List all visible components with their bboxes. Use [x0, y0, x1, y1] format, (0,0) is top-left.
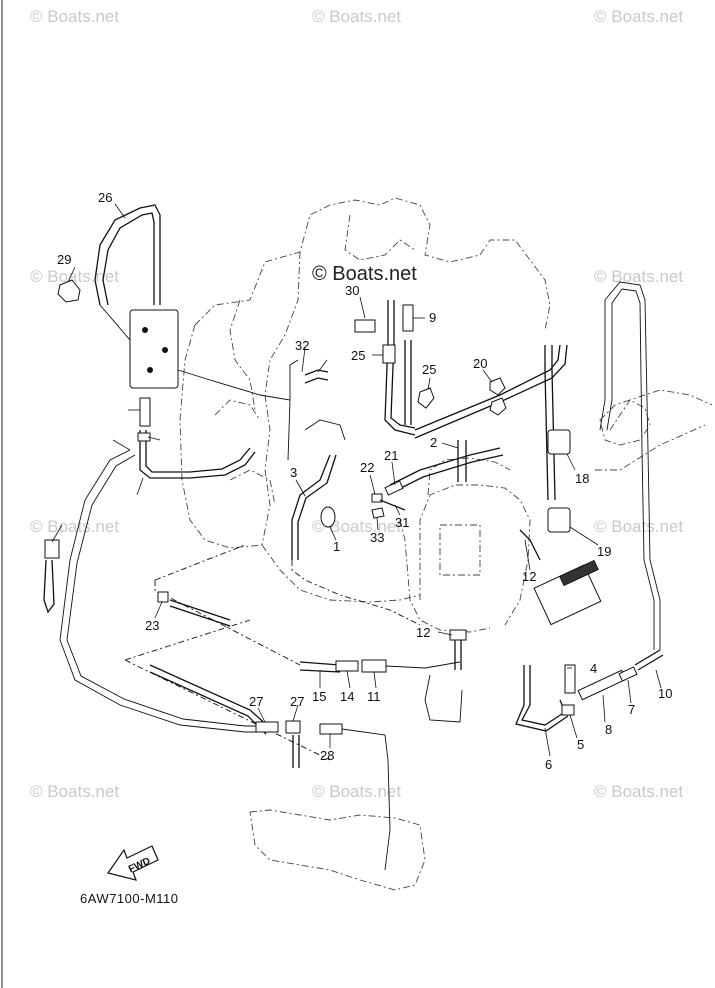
fitting-7	[618, 666, 638, 682]
tee-23	[285, 720, 301, 734]
watermark: © Boats.net	[30, 7, 119, 26]
fwd-direction-arrow: FWD	[107, 845, 159, 881]
watermark: © Boats.net	[312, 7, 401, 26]
part-label-17: 21	[384, 448, 398, 463]
part-label-27: 33	[370, 530, 384, 545]
part-label-25: 29	[57, 252, 71, 267]
watermark: © Boats.net	[594, 517, 683, 536]
part-label-16: 20	[473, 356, 487, 371]
part-label-24: 28	[320, 748, 334, 763]
hose-8	[577, 669, 627, 701]
fuel-filter	[533, 564, 602, 626]
part-label-15: 18	[575, 471, 589, 486]
part-label-19: 25	[422, 362, 436, 377]
watermark: © Boats.net	[30, 782, 119, 801]
watermark: © Boats.net	[30, 517, 119, 536]
part-label-1: 1	[333, 539, 340, 554]
hose-22	[255, 721, 279, 733]
part-label-18: 23	[145, 618, 159, 633]
part-label-20: 25	[351, 348, 365, 363]
part-label-12: 12	[416, 625, 430, 640]
part-label-14: 15	[312, 689, 326, 704]
part-number-labels: 26 29 30 9 25 32 25 20 2 3 1 21 22 31 33…	[57, 190, 672, 772]
fuel-pump-body	[129, 309, 179, 389]
part-label-6: 6	[545, 757, 552, 772]
part-label-9: 9	[429, 310, 436, 325]
fitting-9	[402, 304, 414, 332]
hose-29	[139, 397, 151, 427]
part-label-27: 32	[295, 338, 309, 353]
part-label-12: 12	[522, 569, 536, 584]
part-label-15: 19	[597, 544, 611, 559]
part-label-22: 27	[249, 694, 263, 709]
fitting-13	[335, 660, 359, 672]
watermark-layer: © Boats.net © Boats.net © Boats.net © Bo…	[30, 7, 683, 801]
part-label-10: 10	[658, 686, 672, 701]
fitting-20	[382, 344, 396, 364]
watermark: © Boats.net	[594, 782, 683, 801]
arrow-icon	[107, 845, 159, 881]
center-watermark: © Boats.net	[312, 263, 417, 285]
hose-11	[361, 659, 387, 673]
watermark: © Boats.net	[594, 7, 683, 26]
part-label-13: 14	[340, 689, 354, 704]
part-label-11: 11	[367, 689, 381, 704]
part-label-4: 4	[590, 661, 597, 676]
hose-24	[319, 723, 343, 735]
watermark: © Boats.net	[30, 267, 119, 286]
leader-lines	[51, 203, 662, 757]
drawing-code: 6AW7100-M110	[80, 891, 179, 906]
hose-4	[564, 664, 576, 694]
engine-outline	[179, 197, 713, 891]
watermark: © Boats.net	[594, 267, 683, 286]
part-label-5: 5	[577, 737, 584, 752]
part-label-7: 7	[628, 702, 635, 717]
part-label-2: 2	[430, 435, 437, 450]
part-label-3: 3	[290, 465, 297, 480]
part-label-26: 31	[395, 515, 409, 530]
part-label-21: 26	[98, 190, 112, 205]
watermark: © Boats.net	[312, 782, 401, 801]
part-label-8: 8	[605, 722, 612, 737]
part-label-23: 27	[290, 694, 304, 709]
part-label-25: 30	[345, 283, 359, 298]
part-label-18: 22	[360, 460, 374, 475]
hose-routing	[43, 204, 664, 871]
